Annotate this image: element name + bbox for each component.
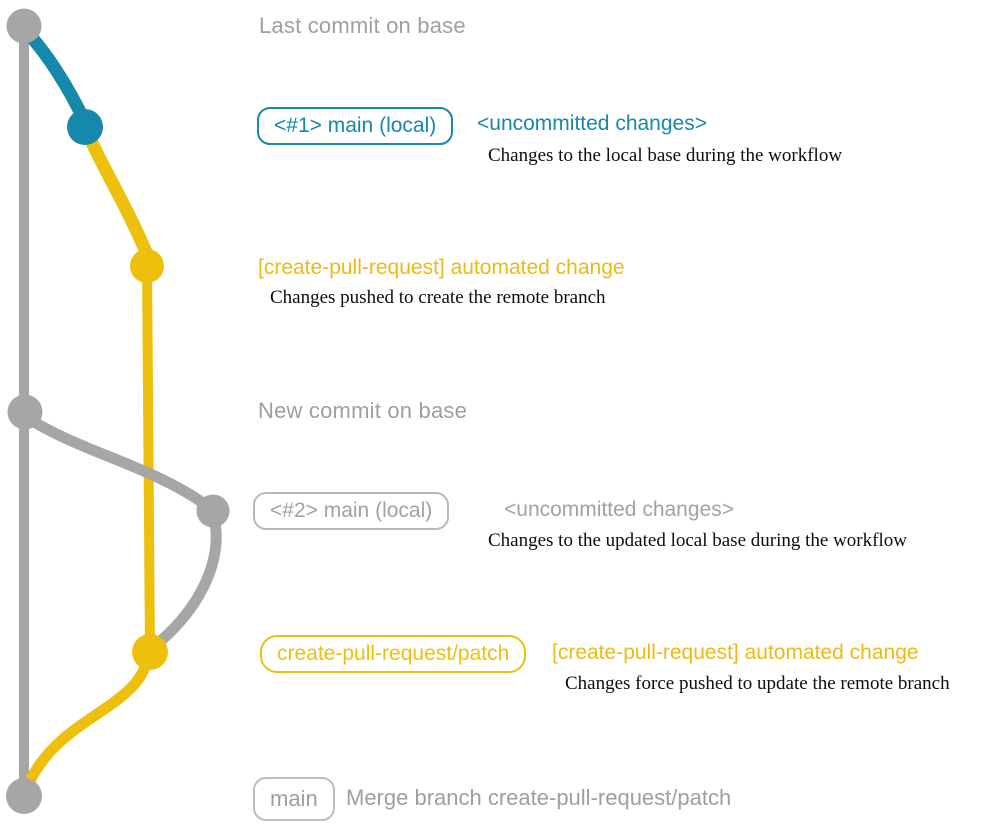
badge-main-local-2: <#2> main (local) — [253, 492, 450, 530]
yellow-branch-line — [142, 263, 155, 653]
gray-rebase-edge-1 — [20, 411, 212, 511]
heading-new-commit: New commit on base — [258, 398, 468, 423]
title-merge-branch: Merge branch create-pull-request/patch — [346, 785, 732, 810]
heading-last-commit: Last commit on base — [259, 13, 466, 38]
title-automated-change-1: [create-pull-request] automated change — [258, 256, 625, 279]
commit-node-last-base — [6, 8, 42, 44]
desc-updated-base-changes: Changes to the updated local base during… — [488, 530, 907, 551]
gray-rebase-edge-2 — [150, 511, 222, 651]
badge-main: main — [253, 777, 335, 821]
commit-node-new-base — [7, 394, 43, 430]
yellow-branch-edge — [79, 123, 153, 259]
status-uncommitted-1: <uncommitted changes> — [477, 112, 707, 135]
teal-branch-edge — [18, 23, 92, 129]
title-automated-change-2: [create-pull-request] automated change — [552, 641, 919, 664]
commit-node-local-main-2 — [196, 494, 230, 528]
commit-node-merge — [6, 778, 42, 814]
commit-node-automated-change-1 — [130, 249, 164, 283]
desc-pushed-create-branch: Changes pushed to create the remote bran… — [270, 287, 606, 308]
badge-main-local-1: <#1> main (local) — [257, 107, 454, 145]
desc-force-pushed-update: Changes force pushed to update the remot… — [565, 673, 950, 694]
commit-node-automated-change-2 — [132, 634, 168, 670]
commit-node-local-main-1 — [67, 109, 103, 145]
badge-create-pull-request-patch: create-pull-request/patch — [260, 635, 527, 673]
yellow-merge-edge — [20, 650, 154, 796]
desc-local-base-changes: Changes to the local base during the wor… — [488, 145, 843, 166]
status-uncommitted-2: <uncommitted changes> — [504, 498, 734, 521]
